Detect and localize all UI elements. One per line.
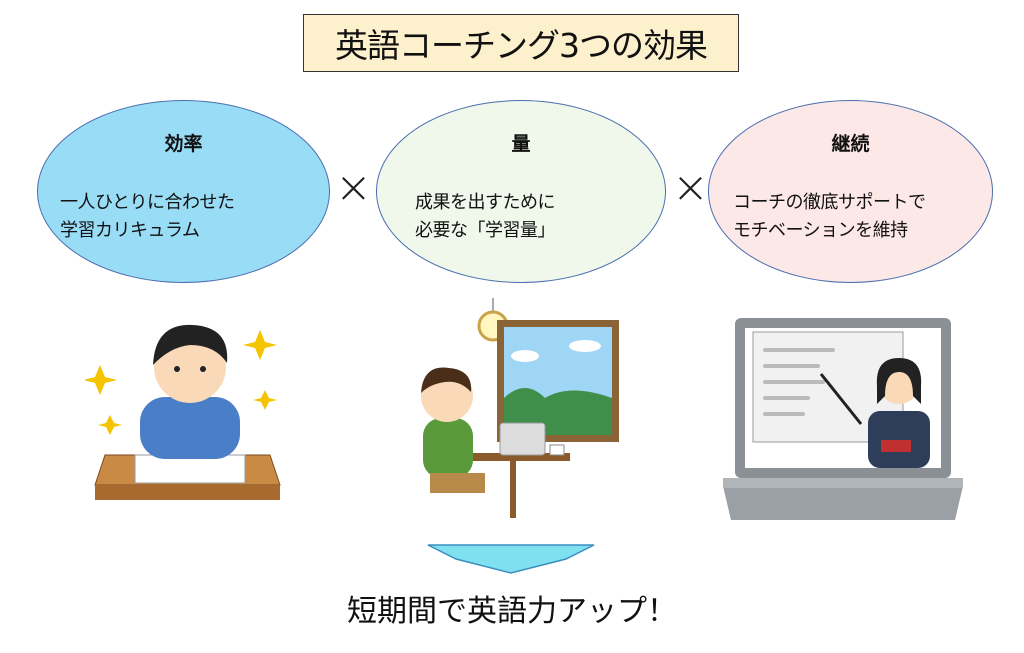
effect-ellipse-continuity: 継続 コーチの徹底サポートで モチベーションを維持 bbox=[708, 100, 993, 283]
effect-heading: 効率 bbox=[164, 133, 203, 155]
title-text: 英語コーチング3つの効果 bbox=[335, 26, 708, 65]
multiply-sign: × bbox=[335, 162, 372, 213]
multiply-sign: × bbox=[672, 162, 709, 213]
online-teacher-laptop-illustration bbox=[723, 318, 963, 520]
effect-ellipse-quantity: 量 成果を出すために 必要な「学習量」 bbox=[376, 100, 666, 283]
effect-ellipse-efficiency: 効率 一人ひとりに合わせた 学習カリキュラム bbox=[37, 100, 330, 283]
down-arrow-icon bbox=[427, 544, 595, 574]
effect-heading: 継続 bbox=[831, 133, 870, 155]
result-text: 短期間で英語力アップ！ bbox=[347, 594, 677, 629]
title-box: 英語コーチング3つの効果 bbox=[303, 14, 739, 72]
studying-student-illustration bbox=[85, 324, 281, 500]
effect-description: 一人ひとりに合わせた 学習カリキュラム bbox=[60, 192, 235, 241]
cafe-study-illustration bbox=[421, 298, 619, 518]
effect-description: 成果を出すために 必要な「学習量」 bbox=[415, 192, 556, 241]
effect-heading: 量 bbox=[511, 133, 531, 155]
effect-description: コーチの徹底サポートで モチベーションを維持 bbox=[733, 192, 926, 241]
